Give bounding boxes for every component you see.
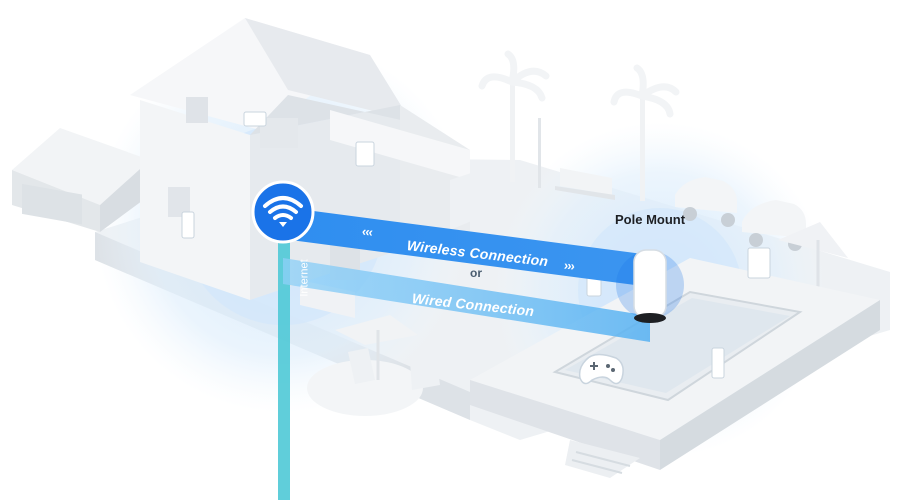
wall-device-panel [355,141,375,167]
wall-device-camera [243,111,267,127]
deck-device-tablet [747,247,771,279]
wireless-direction-arrows-right: ››› [563,257,575,274]
gamepad-icon [578,353,624,385]
deck-device-phone [711,347,725,379]
garage [12,128,150,232]
wall-device-tall [181,211,195,239]
car-1 [675,177,737,227]
palm-trees [478,50,680,201]
wifi-dot [279,222,287,227]
or-label: or [470,266,482,280]
bench [555,168,615,200]
wifi-icon [263,196,303,220]
internet-label: Internet [298,259,311,297]
router-node [251,180,315,244]
wired-connection-band [283,258,650,342]
access-point-icon [633,249,667,323]
wireless-direction-arrows-left: ‹‹‹ [361,223,373,240]
wireless-connection-band [283,207,650,287]
pole-mount-label: Pole Mount [615,212,686,227]
patio [307,315,440,416]
internet-cable [278,228,290,500]
